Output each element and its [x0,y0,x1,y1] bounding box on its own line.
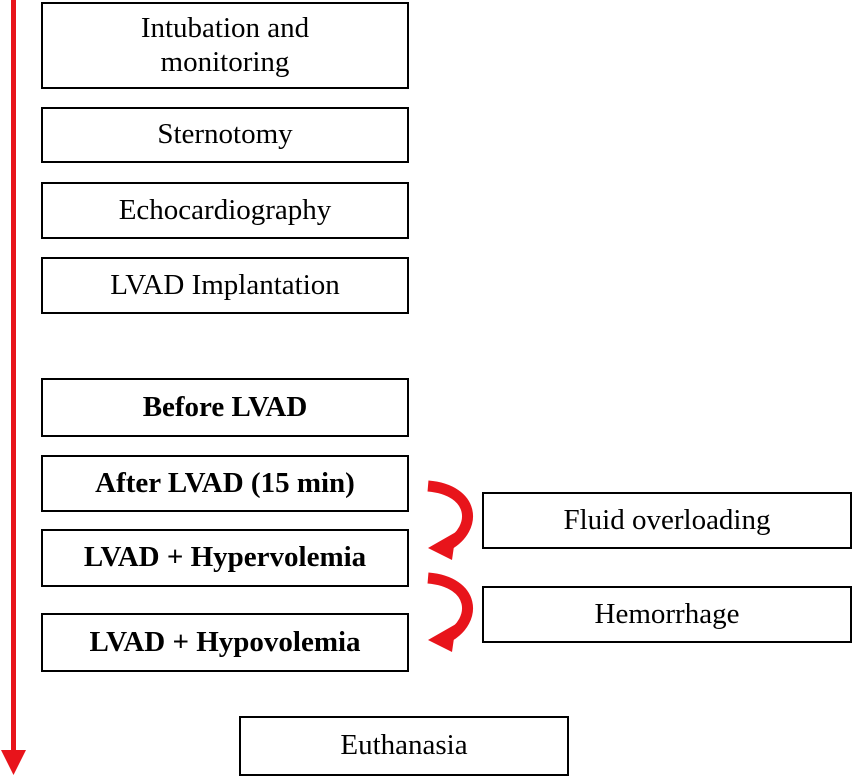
step-lvad-implantation: LVAD Implantation [41,257,409,314]
timeline-arrow [1,0,26,775]
curved-arrow-hemorrhage [427,572,473,652]
step-before-lvad-label: Before LVAD [142,390,308,423]
step-hypervolemia-label: LVAD + Hypervolemia [83,541,367,574]
intervention-fluid-overloading-label: Fluid overloading [563,503,771,536]
step-hypervolemia: LVAD + Hypervolemia [41,529,409,587]
step-before-lvad: Before LVAD [41,378,409,437]
step-sternotomy-label: Sternotomy [157,118,293,151]
step-hypovolemia: LVAD + Hypovolemia [41,613,409,672]
curved-arrow-fluid [427,480,473,560]
step-intubation-label: Intubation and monitoring [140,12,310,78]
step-lvad-implantation-label: LVAD Implantation [110,268,340,301]
step-euthanasia: Euthanasia [239,716,569,776]
step-euthanasia-label: Euthanasia [340,729,468,762]
step-echocardiography-label: Echocardiography [118,193,332,226]
intervention-hemorrhage: Hemorrhage [482,586,852,643]
step-after-lvad: After LVAD (15 min) [41,455,409,512]
step-sternotomy: Sternotomy [41,107,409,163]
step-echocardiography: Echocardiography [41,182,409,239]
step-intubation: Intubation and monitoring [41,2,409,89]
intervention-hemorrhage-label: Hemorrhage [594,597,740,630]
intervention-fluid-overloading: Fluid overloading [482,492,852,549]
step-hypovolemia-label: LVAD + Hypovolemia [89,625,361,658]
step-after-lvad-label: After LVAD (15 min) [95,466,355,499]
